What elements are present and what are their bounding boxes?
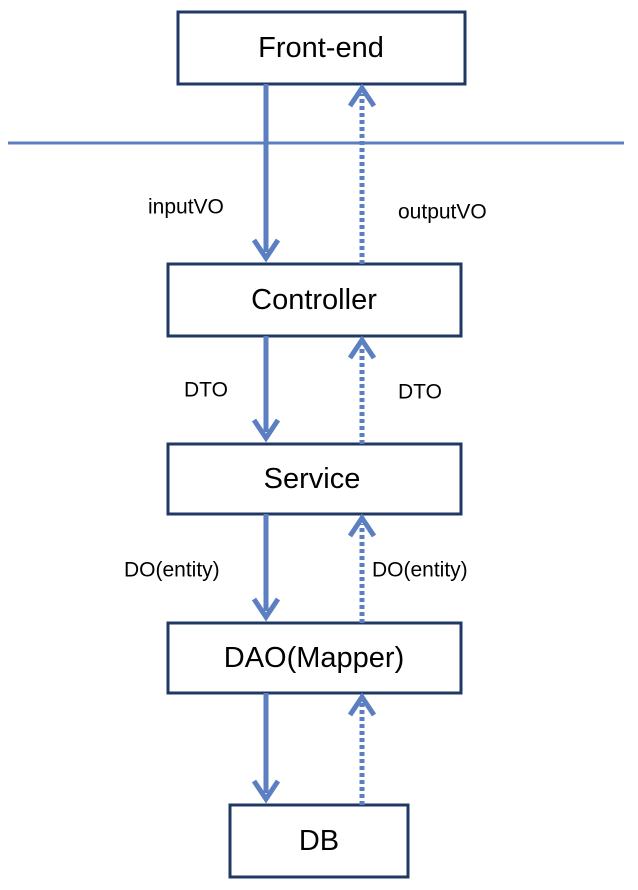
do-entity-up-label: DO(entity) [372, 559, 468, 582]
input-vo-label: inputVO [148, 196, 224, 219]
controller-box-label: Controller [251, 284, 377, 316]
response-arrow-service-to-controller [347, 335, 377, 444]
dao-box-label: DAO(Mapper) [224, 642, 405, 674]
request-arrow-frontend-to-controller [251, 84, 281, 263]
request-arrow-dao-to-db [251, 693, 281, 804]
service-box-label: Service [264, 463, 361, 495]
request-arrow-controller-to-service [251, 336, 281, 443]
output-vo-label: outputVO [398, 201, 487, 224]
response-arrow-controller-to-frontend [347, 83, 377, 264]
response-arrow-db-to-dao [347, 692, 377, 805]
dto-up-label: DTO [398, 381, 442, 404]
request-arrow-service-to-dao [251, 514, 281, 622]
dto-down-label: DTO [184, 379, 228, 402]
db-box-label: DB [299, 825, 339, 857]
response-arrow-dao-to-service [347, 513, 377, 623]
db-box: DB [228, 803, 410, 879]
frontend-box-label: Front-end [258, 32, 384, 64]
controller-box: Controller [166, 262, 463, 338]
frontend-box: Front-end [176, 10, 467, 86]
do-entity-down-label: DO(entity) [124, 559, 220, 582]
dao-box: DAO(Mapper) [166, 621, 463, 695]
service-box: Service [166, 442, 463, 516]
